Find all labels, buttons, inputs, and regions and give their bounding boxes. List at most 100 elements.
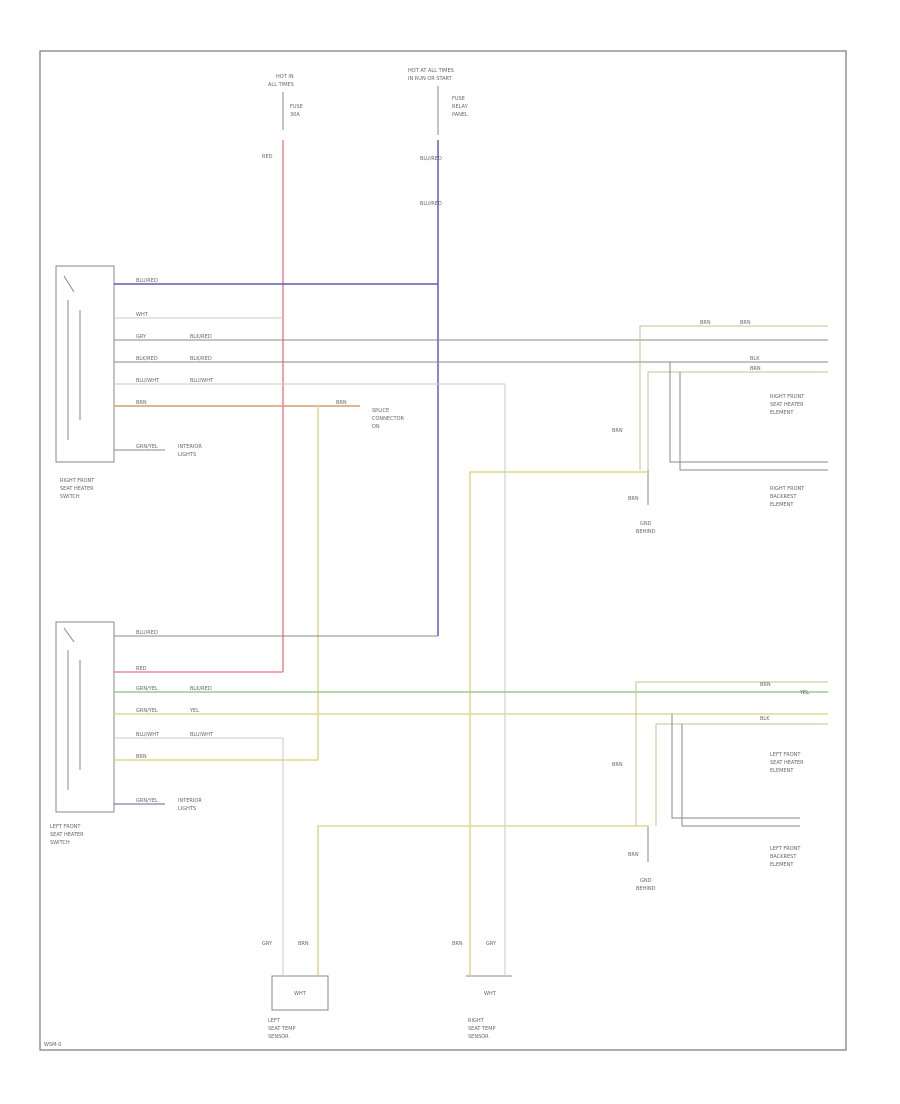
diagram-label: RIGHT FRONT: [770, 394, 805, 400]
diagram-label: FUSE: [290, 104, 303, 110]
diagram-label: BRN: [760, 682, 771, 688]
diagram-label: BLU/RED: [136, 278, 158, 284]
diagram-label: BRN: [700, 320, 711, 326]
diagram-label: BLU/WHT: [190, 378, 214, 384]
diagram-label: BLK: [760, 716, 770, 722]
ground-1: GND BEHIND: [636, 521, 656, 535]
diagram-label: BLU/RED: [136, 630, 158, 636]
diagram-label: GRY: [136, 334, 147, 340]
diagram-label: INTERIOR: [178, 444, 202, 450]
diagram-label: LIGHTS: [178, 452, 196, 458]
diagram-label: GRN/YEL: [136, 686, 158, 692]
diagram-label: GND: [640, 521, 652, 527]
diagram-label: RELAY: [452, 104, 469, 110]
diagram-label: BLK: [750, 356, 760, 362]
diagram-label: BLU/WHT: [136, 732, 160, 738]
diagram-label: LIGHTS: [178, 806, 196, 812]
diagram-label: BLK/RED: [190, 686, 212, 692]
diagram-label: GRY: [486, 941, 497, 947]
diagram-label: BRN: [298, 941, 309, 947]
diagram-label: BLK/RED: [190, 334, 212, 340]
diagram-label: BLU/RED: [420, 156, 442, 162]
diagram-label: SEAT HEATER: [60, 486, 94, 492]
diagram-label: IN RUN OR START: [408, 76, 453, 82]
diagram-label: BLK/RED: [190, 356, 212, 362]
right-front-seat-heater-element: BRN BRN BLK BRN RIGHT FRONT SEAT HEATER …: [612, 320, 828, 508]
diagram-label: GND: [640, 878, 652, 884]
diagram-frame: [39, 50, 847, 1051]
diagram-label: RIGHT FRONT: [60, 478, 95, 484]
diagram-label: ELEMENT: [770, 768, 794, 774]
diagram-label: SEAT TEMP: [268, 1026, 296, 1032]
diagram-label: ELEMENT: [770, 502, 794, 508]
footer-code: WSM-0: [44, 1042, 61, 1048]
left-seat-temp-sensor: GRY BRN WHT LEFT SEAT TEMP SENSOR: [262, 941, 329, 1040]
diagram-label: HOT IN: [276, 74, 294, 80]
right-sensor-yellow-wire: [469, 471, 648, 975]
diagram-label: BRN: [628, 496, 639, 502]
diagram-label: RED: [136, 666, 147, 672]
diagram-label: SWITCH: [60, 494, 80, 500]
diagram-label: SEAT HEATER: [770, 402, 804, 408]
diagram-label: SENSOR: [268, 1034, 289, 1040]
diagram-label: BRN: [740, 320, 751, 326]
diagram-label: LEFT FRONT: [50, 824, 81, 830]
diagram-label: SPLICE: [372, 408, 389, 414]
left-front-switch: LEFT FRONT SEAT HEATER SWITCH: [50, 621, 115, 846]
ground-2: GND BEHIND: [636, 878, 656, 892]
diagram-label: LEFT FRONT: [770, 846, 801, 852]
diagram-label: GRY: [262, 941, 273, 947]
diagram-label: CONNECTOR: [372, 416, 405, 422]
diagram-label: 30A: [290, 112, 300, 118]
diagram-label: SENSOR: [468, 1034, 489, 1040]
diagram-label: RED: [262, 154, 273, 160]
diagram-label: ELEMENT: [770, 862, 794, 868]
diagram-label: YEL: [799, 690, 809, 696]
diagram-label: LEFT: [268, 1018, 281, 1024]
diagram-label: BRN: [750, 366, 761, 372]
diagram-label: PANEL: [452, 112, 468, 118]
diagram-label: BRN: [628, 852, 639, 858]
diagram-label: ELEMENT: [770, 410, 794, 416]
lf-blu-wht-wire: [114, 737, 284, 975]
diagram-label: BLU/WHT: [136, 378, 160, 384]
diagram-label: SEAT HEATER: [770, 760, 804, 766]
diagram-label: BACKREST: [770, 494, 797, 500]
diagram-label: HOT AT ALL TIMES: [408, 68, 454, 74]
diagram-label: ALL TIMES: [268, 82, 294, 88]
diagram-label: LEFT FRONT: [770, 752, 801, 758]
diagram-label: BRN: [136, 754, 147, 760]
left-sensor-yellow-wire: [317, 825, 648, 975]
diagram-label: ON: [372, 424, 380, 430]
top-center-power-source: HOT AT ALL TIMES IN RUN OR START FUSE RE…: [408, 68, 469, 207]
diagram-label: RIGHT FRONT: [770, 486, 805, 492]
diagram-label: SEAT TEMP: [468, 1026, 496, 1032]
diagram-label: YEL: [189, 708, 199, 714]
left-front-seat-heater-element: BRN YEL BLK LEFT FRONT SEAT HEATER ELEME…: [612, 681, 828, 868]
diagram-label: BRN: [452, 941, 463, 947]
diagram-label: BRN: [136, 400, 147, 406]
diagram-label: GRN/YEL: [136, 444, 158, 450]
diagram-label: BRN: [336, 400, 347, 406]
diagram-label: BLU/RED: [420, 201, 442, 207]
top-left-power-source: HOT IN ALL TIMES FUSE 30A RED: [262, 74, 303, 160]
diagram-label: BRN: [612, 428, 623, 434]
diagram-label: SEAT HEATER: [50, 832, 84, 838]
diagram-label: GRN/YEL: [136, 708, 158, 714]
diagram-label: BEHIND: [636, 529, 656, 535]
diagram-label: WHT: [484, 991, 497, 997]
diagram-label: SWITCH: [50, 840, 70, 846]
diagram-label: WHT: [136, 312, 149, 318]
diagram-label: INTERIOR: [178, 798, 202, 804]
right-seat-temp-sensor: BRN GRY WHT RIGHT SEAT TEMP SENSOR: [452, 941, 512, 1040]
diagram-label: BLK/RED: [136, 356, 158, 362]
diagram-label: BACKREST: [770, 854, 797, 860]
diagram-label: GRN/YEL: [136, 798, 158, 804]
diagram-label: BEHIND: [636, 886, 656, 892]
right-front-switch: RIGHT FRONT SEAT HEATER SWITCH: [55, 265, 115, 500]
diagram-label: RIGHT: [468, 1018, 485, 1024]
diagram-label: BLU/WHT: [190, 732, 214, 738]
diagram-label: BRN: [612, 762, 623, 768]
